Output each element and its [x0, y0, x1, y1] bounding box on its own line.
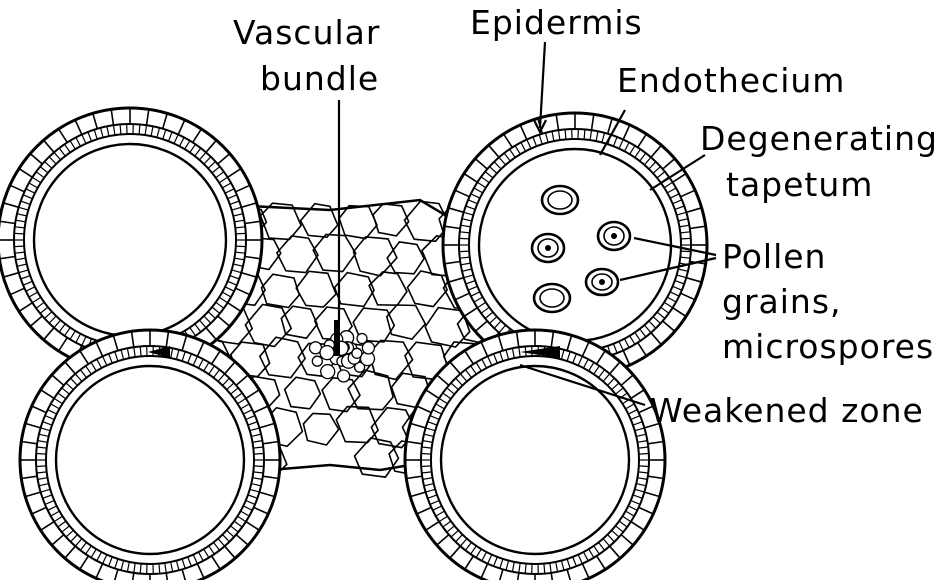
xylem-cell	[320, 346, 334, 360]
locule	[441, 366, 629, 554]
locule	[56, 366, 244, 554]
endothecium-striation	[254, 454, 264, 455]
pollen-grain	[542, 186, 578, 214]
endothecium-striation	[139, 124, 140, 134]
pollen-grain	[534, 284, 570, 312]
endothecium-label: Endothecium	[617, 62, 845, 100]
endothecium-striation	[236, 233, 246, 234]
xylem-cell	[352, 348, 362, 358]
pollen-label-line3: microspores	[722, 328, 934, 366]
xylem-cell	[312, 356, 322, 366]
xylem-cell	[321, 365, 335, 379]
endothecium-striation	[459, 251, 469, 252]
weakened-zone-label: Weakened zone	[650, 392, 924, 430]
endothecium-striation	[14, 246, 24, 247]
pollen-grain	[586, 269, 618, 295]
pollen-nucleus	[545, 245, 551, 251]
endothecium-striation	[14, 233, 24, 234]
pollen-sac-bottom-left	[20, 330, 280, 580]
locule	[479, 149, 671, 341]
endothecium-striation	[421, 466, 431, 467]
degenerating-tapetum-label-line1: Degenerating	[700, 120, 938, 158]
epidermis-label: Epidermis	[470, 4, 643, 42]
vascular-strand	[334, 320, 340, 356]
endothecium-striation	[236, 246, 246, 247]
degenerating-tapetum-label-line2: tapetum	[726, 166, 873, 204]
endothecium-striation	[421, 454, 431, 455]
endothecium-striation	[584, 129, 585, 139]
pollen-grain	[598, 222, 630, 250]
pollen-label-line1: Pollen	[722, 238, 826, 276]
endothecium-striation	[681, 251, 691, 252]
endothecium-striation	[459, 238, 469, 239]
endothecium-striation	[120, 124, 121, 134]
endothecium-striation	[36, 466, 46, 467]
pollen-grain	[532, 234, 564, 262]
endothecium-striation	[639, 454, 649, 455]
endothecium-striation	[36, 454, 46, 455]
xylem-cell	[338, 370, 350, 382]
xylem-cell	[357, 334, 367, 344]
endothecium-striation	[565, 129, 566, 139]
vascular-bundle-label-line1: Vascular	[233, 14, 380, 52]
vascular-bundle-label-line2: bundle	[260, 60, 379, 98]
endothecium-striation	[639, 466, 649, 467]
endothecium-striation	[254, 466, 264, 467]
locule	[34, 144, 226, 336]
pollen-nucleus	[599, 279, 605, 285]
endothecium-striation	[681, 238, 691, 239]
pollen-sac-bottom-right	[405, 330, 665, 580]
pollen-label-line2: grains,	[722, 283, 842, 321]
pollen-nucleus	[611, 233, 617, 239]
